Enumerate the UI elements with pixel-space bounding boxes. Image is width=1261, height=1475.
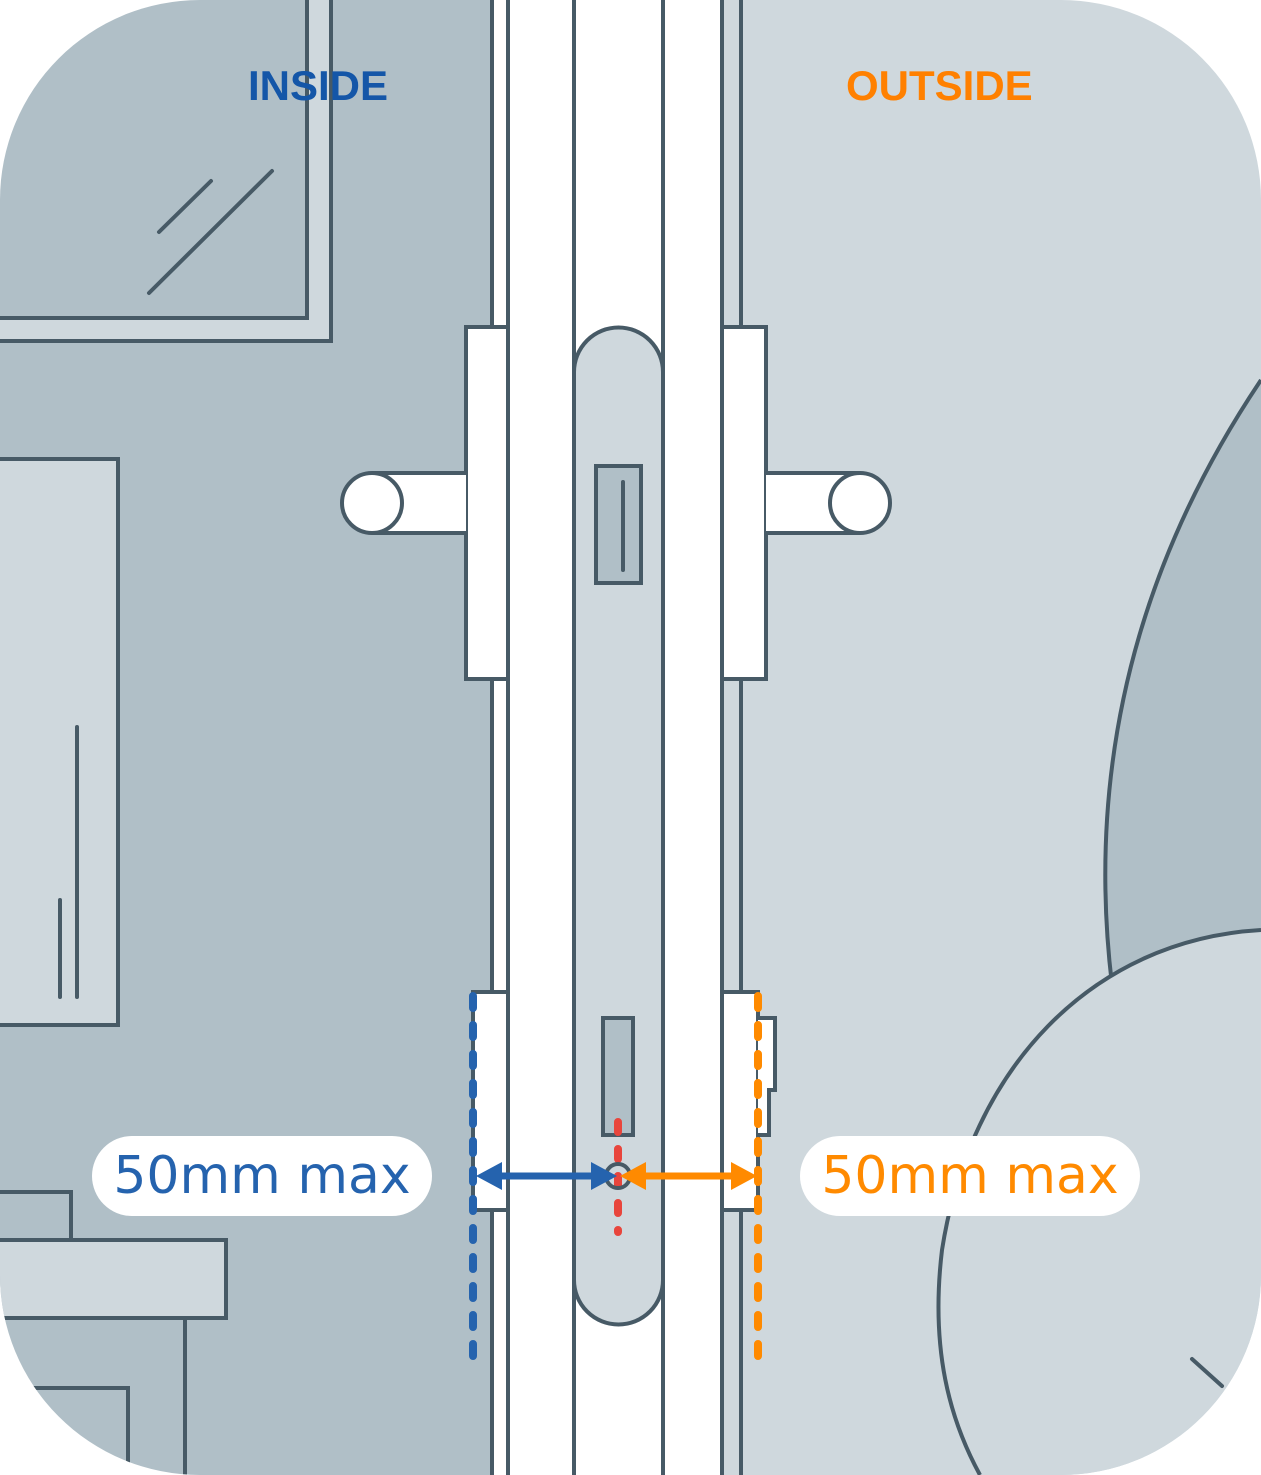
outside-lever-handle-icon: [720, 325, 892, 681]
inside-lever-handle-icon: [340, 325, 510, 681]
latch-slot: [594, 464, 643, 585]
inside-measurement-badge: 50mm max: [92, 1136, 432, 1216]
inside-measurement-text: 50mm max: [113, 1146, 411, 1206]
outside-label: OUTSIDE: [846, 62, 1033, 109]
inside-door-face: [492, 0, 508, 1475]
outside-measure-arrow-icon: [620, 1162, 757, 1190]
door-body-left: [508, 0, 574, 1475]
window-icon: [0, 0, 333, 343]
cylinder-slot: [601, 1016, 635, 1137]
inside-label: INSIDE: [248, 62, 389, 109]
outside-measurement-badge: 50mm max: [800, 1136, 1140, 1216]
cabinet-icon: [0, 457, 120, 1027]
desk-icon: [0, 1190, 228, 1475]
inside-measure-arrow-icon: [476, 1162, 617, 1190]
door-body-right: [663, 0, 722, 1475]
outside-measurement-text: 50mm max: [821, 1146, 1119, 1206]
outside-door-face: [722, 0, 741, 1475]
